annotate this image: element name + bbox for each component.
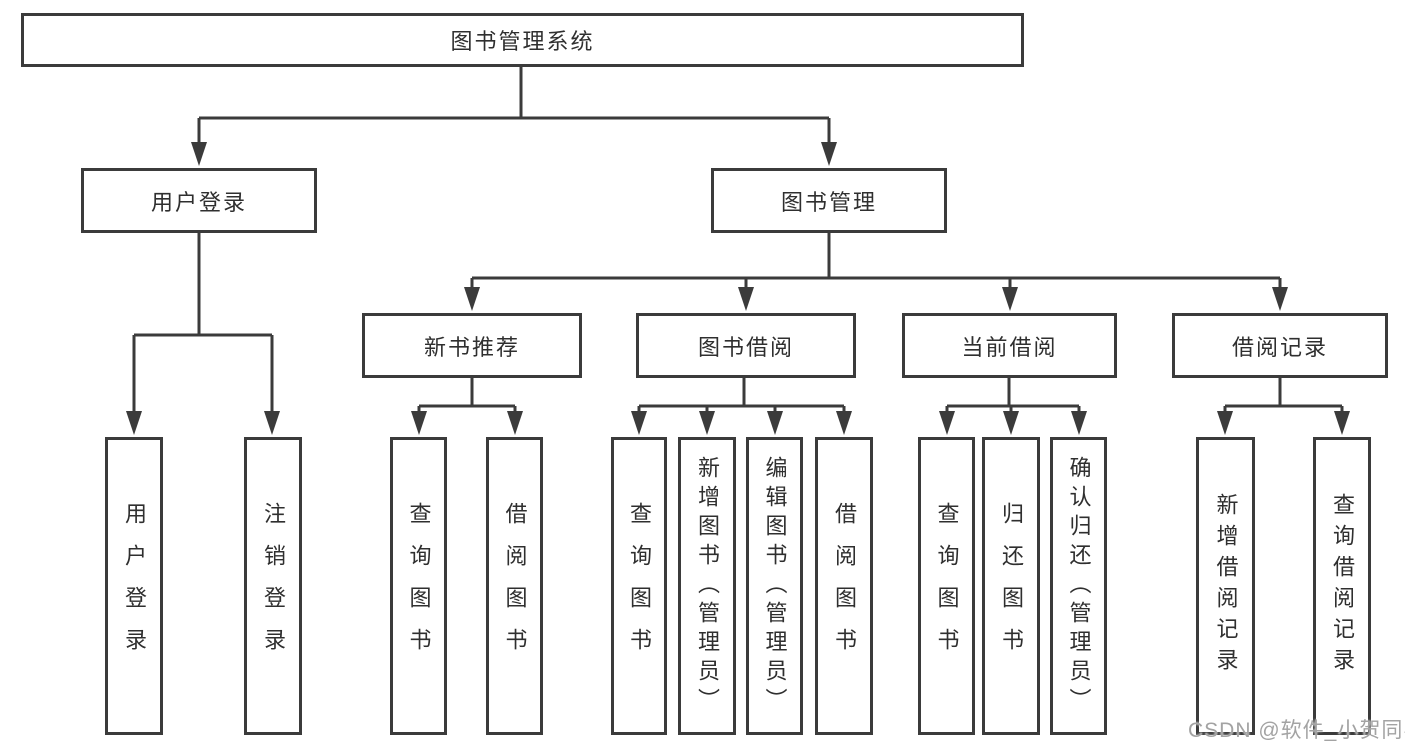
leaf-query-books-2: 查询图书 — [611, 437, 667, 735]
node-book-borrow-label: 图书借阅 — [697, 334, 794, 360]
node-root-label: 图书管理系统 — [450, 29, 595, 54]
node-book-borrow: 图书借阅 — [636, 313, 856, 378]
leaf-label: 查询图书 — [406, 502, 432, 670]
leaf-label: 归还图书 — [999, 502, 1024, 670]
node-borrow-records-label: 借阅记录 — [1231, 334, 1328, 360]
node-borrow-records: 借阅记录 — [1172, 313, 1388, 378]
node-new-book-recommend: 新书推荐 — [362, 313, 582, 378]
leaf-return-books: 归还图书 — [982, 437, 1040, 735]
leaf-user-login: 用户登录 — [105, 437, 163, 735]
leaf-borrow-books-1: 借阅图书 — [486, 437, 543, 735]
node-user-login: 用户登录 — [81, 168, 317, 233]
node-book-management: 图书管理 — [711, 168, 947, 233]
leaf-label: 编辑图书（管理员） — [762, 455, 788, 717]
leaf-add-borrow-record: 新增借阅记录 — [1196, 437, 1255, 735]
leaf-edit-book-admin: 编辑图书（管理员） — [746, 437, 803, 735]
node-new-book-recommend-label: 新书推荐 — [423, 334, 520, 360]
leaf-label: 确认归还（管理员） — [1066, 455, 1092, 717]
node-book-management-label: 图书管理 — [780, 189, 877, 215]
node-root: 图书管理系统 — [21, 13, 1024, 67]
leaf-add-book-admin: 新增图书（管理员） — [678, 437, 736, 735]
node-current-borrow: 当前借阅 — [902, 313, 1117, 378]
leaf-query-books-1: 查询图书 — [390, 437, 447, 735]
leaf-confirm-return-admin: 确认归还（管理员） — [1050, 437, 1107, 735]
leaf-label: 新增借阅记录 — [1213, 493, 1239, 679]
leaf-label: 借阅图书 — [502, 502, 528, 670]
leaf-query-books-3: 查询图书 — [918, 437, 975, 735]
leaf-borrow-books-2: 借阅图书 — [815, 437, 873, 735]
leaf-query-borrow-record: 查询借阅记录 — [1313, 437, 1371, 735]
leaf-label: 查询图书 — [627, 502, 652, 670]
leaf-label: 借阅图书 — [832, 502, 857, 670]
leaf-label: 查询图书 — [934, 502, 960, 670]
leaf-logout: 注销登录 — [244, 437, 302, 735]
leaf-label: 用户登录 — [122, 502, 147, 670]
leaf-label: 查询借阅记录 — [1330, 493, 1355, 679]
node-user-login-label: 用户登录 — [150, 189, 247, 215]
node-current-borrow-label: 当前借阅 — [961, 334, 1058, 360]
watermark-text: CSDN @软件_小贺同学 — [1188, 719, 1405, 742]
leaf-label: 注销登录 — [261, 502, 286, 670]
leaf-label: 新增图书（管理员） — [695, 455, 720, 717]
